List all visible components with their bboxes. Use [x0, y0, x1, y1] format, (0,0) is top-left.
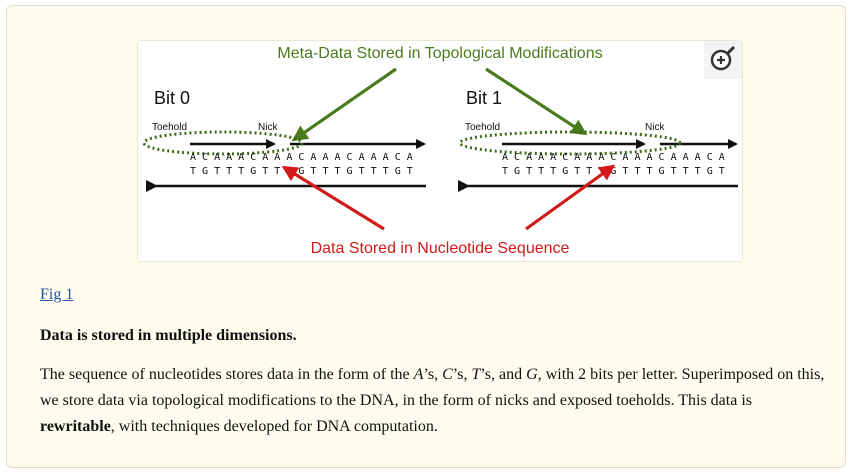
meta-arrow-left [291, 67, 397, 142]
caption-text-2: , with 2 bits per letter. Superimposed o… [40, 366, 825, 409]
bit-0-toehold-label: Toehold [152, 122, 187, 133]
data-arrow-right [525, 164, 616, 231]
letter-g: G [526, 366, 538, 383]
bit-1-toehold-marker [458, 130, 682, 156]
bit-0-top-sequence: A C A A A C A A A C A A A C A A A C A [190, 152, 413, 163]
figure-image[interactable]: Meta-Data Stored in Topological Modifica… [137, 40, 743, 262]
caption-text-a-suffix: ’s, [423, 366, 443, 383]
data-arrow-left [281, 165, 385, 231]
bit-0-panel: Bit 0 Toehold Nick A C A A A C A A A C A… [142, 88, 426, 192]
bit-1-nick-label: Nick [645, 122, 665, 133]
caption-text-3: , with techniques developed for DNA comp… [110, 418, 438, 435]
bit-0-nick-label: Nick [258, 122, 278, 133]
data-label: Data Stored in Nucleotide Sequence [311, 240, 570, 257]
figure-panel: Meta-Data Stored in Topological Modifica… [6, 5, 846, 468]
caption-title: Data is stored in multiple dimensions. [40, 327, 297, 344]
dna-diagram: Meta-Data Stored in Topological Modifica… [142, 41, 742, 257]
caption-text-t-suffix: ’s, and [480, 366, 527, 383]
caption-text-1: The sequence of nucleotides stores data … [40, 366, 414, 383]
meta-data-label: Meta-Data Stored in Topological Modifica… [277, 45, 602, 62]
bit-0-bottom-sequence: T G T T T G T T T G T T T G T T T G T [190, 166, 413, 177]
bit-0-toehold-marker [142, 130, 304, 156]
bit-1-title: Bit 1 [466, 88, 502, 108]
caption-bold-word: rewritable [40, 418, 111, 435]
bit-1-toehold-label: Toehold [465, 122, 500, 133]
caption-text-c-suffix: ’s, [452, 366, 472, 383]
caption-body: The sequence of nucleotides stores data … [40, 362, 830, 440]
bit-1-top-sequence: A C A A A C A A A C A A A C A A A C A [502, 152, 725, 163]
figure-link[interactable]: Fig 1 [40, 286, 74, 303]
zoom-in-icon[interactable] [704, 41, 742, 79]
bit-1-panel: Bit 1 Toehold Nick A C A A A C A A A C A… [458, 88, 738, 192]
letter-c: C [442, 366, 453, 383]
letter-a: A [413, 366, 424, 383]
bit-0-title: Bit 0 [154, 88, 190, 108]
bit-1-bottom-sequence: T G T T T G T T T G T T T G T T T G T [502, 166, 725, 177]
letter-t: T [471, 366, 481, 383]
meta-arrow-right [485, 67, 588, 136]
